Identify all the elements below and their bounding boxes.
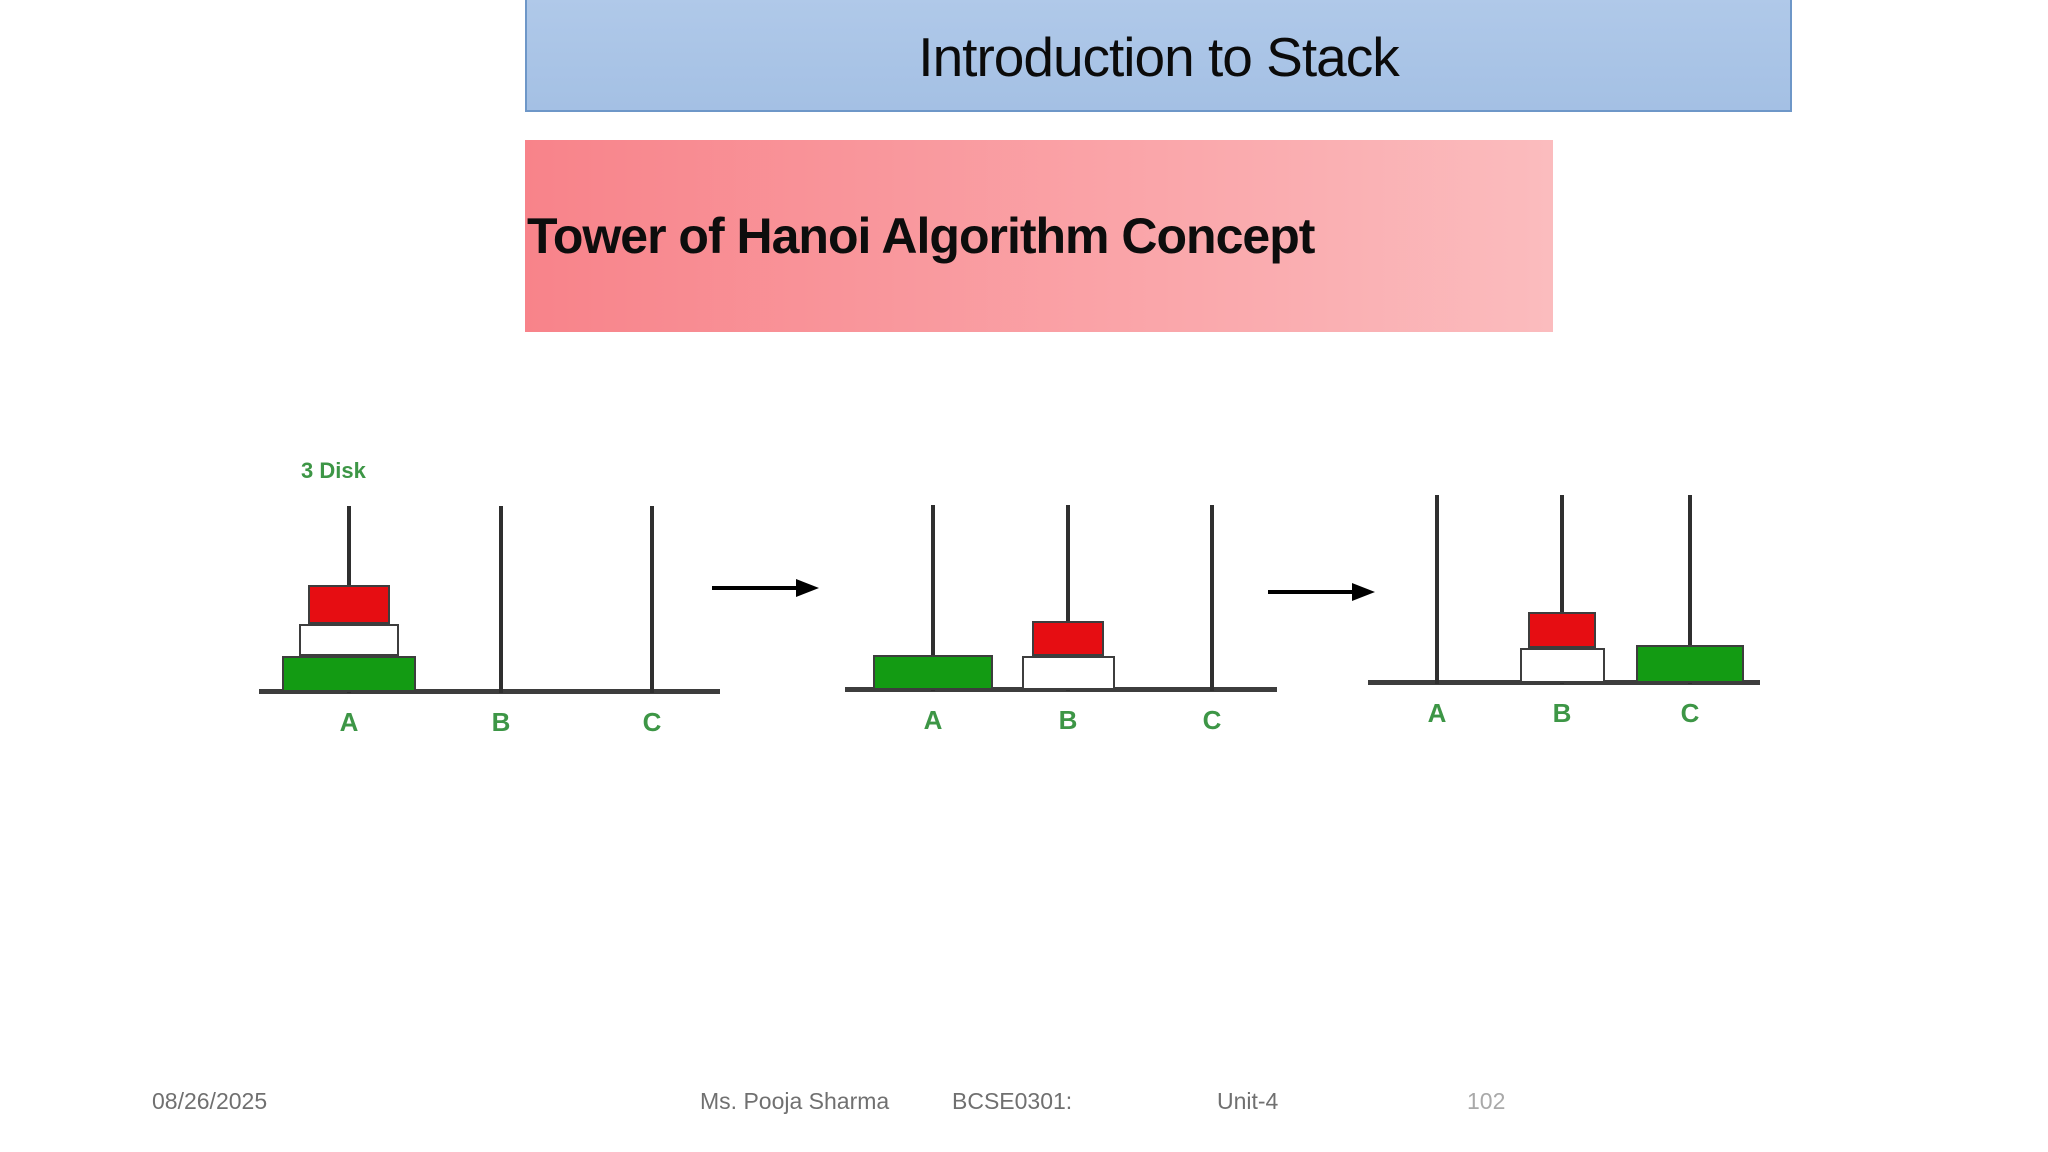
stage-3-peg-rod-B (1560, 495, 1564, 684)
stage-3-peg-label-C: C (1680, 698, 1700, 728)
subtitle-banner: Tower of Hanoi Algorithm Concept (525, 140, 1553, 332)
stage-2-disk-green (873, 655, 993, 690)
stage-1-peg-label-A: A (339, 707, 359, 737)
stage-2-peg-label-A: A (923, 705, 943, 735)
footer-unit: Unit-4 (1217, 1088, 1279, 1114)
slide-subtitle: Tower of Hanoi Algorithm Concept (527, 208, 1315, 264)
stage-3-peg-rod-C (1688, 495, 1692, 684)
stage-2-peg-label-B: B (1058, 705, 1078, 735)
stage-1-peg-label-C: C (642, 707, 662, 737)
stage-2-peg-rod-A (931, 505, 935, 691)
stage-1-peg-rod-C (650, 506, 654, 693)
stage-2-peg-rod-B (1066, 505, 1070, 691)
move-arrow-2-head (1352, 583, 1375, 601)
stage-1-peg-rod-B (499, 506, 503, 693)
stage-2-disk-red (1032, 621, 1104, 656)
move-arrow-1-head (796, 579, 819, 597)
stage-1-base-line (259, 689, 720, 694)
move-arrow-1 (712, 586, 796, 590)
stage-3-disk-red (1528, 612, 1596, 648)
stage-2-peg-label-C: C (1202, 705, 1222, 735)
page-number: 102 (1467, 1088, 1506, 1114)
stage-1-disk-white (299, 624, 399, 656)
move-arrow-2 (1268, 590, 1352, 594)
stage-3-peg-label-A: A (1427, 698, 1447, 728)
stage-1-disk-green (282, 656, 416, 692)
stage-3-peg-label-B: B (1552, 698, 1572, 728)
title-banner: Introduction to Stack (525, 0, 1792, 112)
stage-3-peg-rod-A (1435, 495, 1439, 684)
stage-1-peg-label-B: B (491, 707, 511, 737)
stage-2-peg-rod-C (1210, 505, 1214, 691)
disk-count-label: 3 Disk (301, 458, 366, 483)
footer-course-code: BCSE0301: (952, 1088, 1073, 1114)
stage-3-disk-green (1636, 645, 1744, 683)
footer-date: 08/26/2025 (152, 1088, 268, 1114)
stage-3-disk-white (1519, 648, 1605, 683)
stage-2-disk-white (1021, 656, 1115, 690)
footer-author: Ms. Pooja Sharma (700, 1088, 890, 1114)
slide-title: Introduction to Stack (918, 26, 1399, 88)
stage-1-disk-red (308, 585, 390, 624)
